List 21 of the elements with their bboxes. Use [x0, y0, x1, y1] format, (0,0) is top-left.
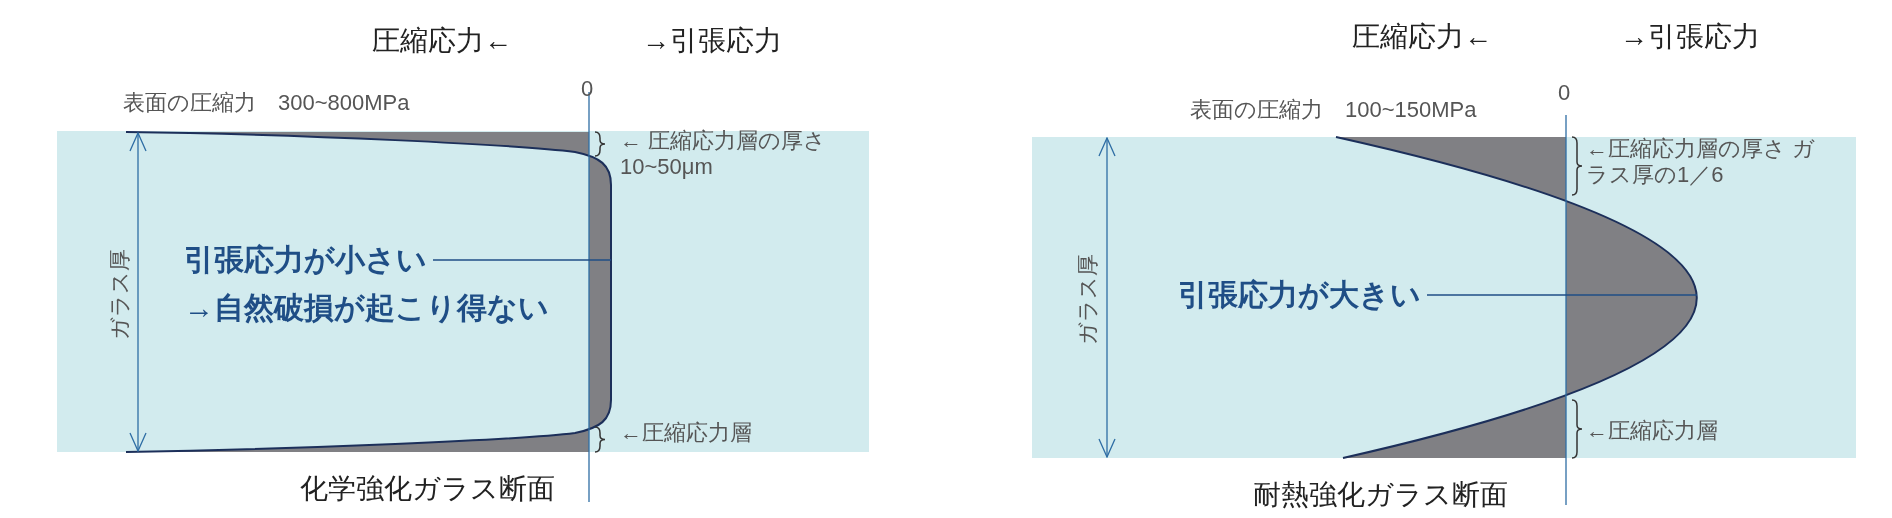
leader-line [1426, 294, 1698, 296]
callout-text: →自然破損が起こり得ない [184, 290, 549, 326]
caption: 化学強化ガラス断面 [300, 472, 555, 506]
dimension-label: ガラス厚 [107, 249, 133, 340]
annotation: ←圧縮応力層の厚さ ガラス厚の1／6 [1586, 136, 1816, 189]
annotation: 表面の圧縮力 100~150MPa [1190, 97, 1477, 124]
axis-heading: →引張応力 [642, 24, 782, 58]
axis-heading: 圧縮応力← [372, 24, 512, 58]
dimension-label: ガラス厚 [1075, 254, 1101, 345]
annotation: 表面の圧縮力 300~800MPa [123, 90, 410, 117]
axis-label: 0 [581, 76, 594, 103]
axis-heading: 圧縮応力← [1352, 20, 1492, 54]
annotation: ← 圧縮応力層の厚さ 10~50μm [620, 128, 828, 181]
caption: 耐熱強化ガラス断面 [1253, 478, 1508, 512]
axis-label: 0 [1558, 80, 1571, 107]
leader-line [432, 259, 612, 261]
callout-text: 引張応力が小さい [184, 242, 427, 278]
annotation: ←圧縮応力層 [1586, 418, 1718, 445]
callout-text: 引張応力が大きい [1178, 277, 1421, 313]
axis-heading: →引張応力 [1620, 20, 1760, 54]
annotation: ←圧縮応力層 [620, 420, 752, 447]
